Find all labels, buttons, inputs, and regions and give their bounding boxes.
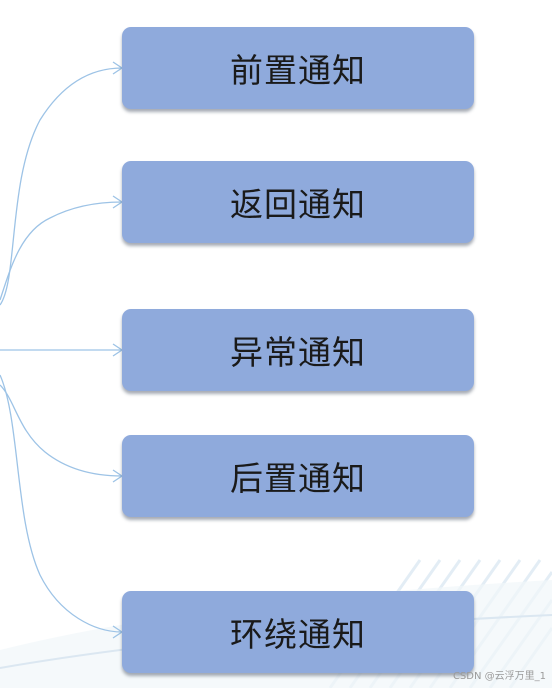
node-label: 环绕通知 [230, 615, 366, 654]
node-label: 返回通知 [230, 185, 366, 224]
watermark: CSDN @云浮万里_1 [452, 671, 546, 682]
node-after-returning-advice: 返回通知 [122, 161, 474, 243]
connector-1 [0, 67, 123, 306]
connector-4 [0, 384, 123, 477]
node-label: 前置通知 [230, 51, 366, 90]
connectors [0, 67, 123, 633]
node-before-advice: 前置通知 [122, 27, 474, 109]
node-around-advice: 环绕通知 [122, 591, 474, 673]
connector-2 [0, 201, 123, 301]
node-after-throwing-advice: 异常通知 [122, 309, 474, 391]
connector-5 [0, 374, 123, 633]
node-label: 后置通知 [230, 459, 366, 498]
node-label: 异常通知 [230, 333, 366, 372]
node-after-advice: 后置通知 [122, 435, 474, 517]
